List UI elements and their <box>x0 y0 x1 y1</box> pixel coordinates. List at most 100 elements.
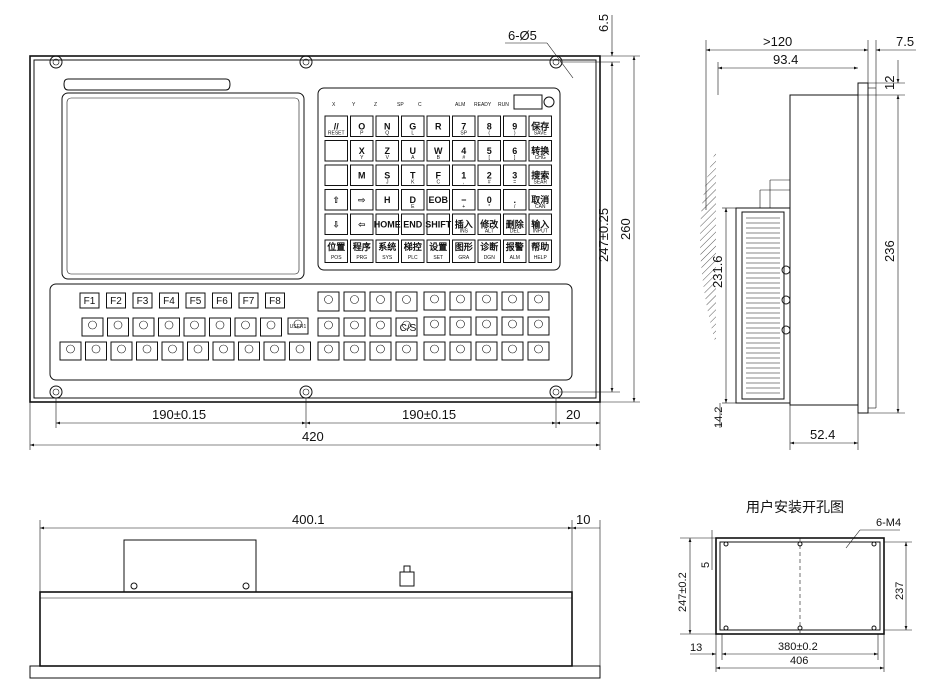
operator-button[interactable] <box>475 341 498 361</box>
soft-key[interactable] <box>79 292 100 309</box>
operator-button[interactable] <box>161 341 184 361</box>
operator-button[interactable] <box>369 341 392 361</box>
keypad-key[interactable] <box>324 189 348 211</box>
function-key[interactable] <box>375 239 399 263</box>
operator-button[interactable] <box>158 317 180 337</box>
keypad-key[interactable] <box>477 115 501 137</box>
operator-button[interactable] <box>527 291 550 311</box>
operator-button[interactable] <box>317 341 340 361</box>
operator-button[interactable] <box>287 317 309 335</box>
keypad-key[interactable] <box>401 115 425 137</box>
operator-button[interactable] <box>423 341 446 361</box>
keypad-key[interactable] <box>477 189 501 211</box>
keypad-key[interactable] <box>426 213 450 235</box>
keypad-key[interactable] <box>528 115 552 137</box>
keypad-key[interactable] <box>528 189 552 211</box>
operator-button[interactable] <box>110 341 133 361</box>
function-key[interactable] <box>401 239 425 263</box>
keypad-key[interactable] <box>324 115 348 137</box>
keypad-key[interactable] <box>452 115 476 137</box>
keypad-key[interactable] <box>426 164 450 186</box>
keypad-key[interactable] <box>375 164 399 186</box>
keypad-key[interactable] <box>350 140 374 162</box>
operator-button[interactable] <box>209 317 231 337</box>
operator-button[interactable] <box>501 341 524 361</box>
keypad-key[interactable] <box>375 140 399 162</box>
operator-button[interactable] <box>501 291 524 311</box>
operator-button[interactable] <box>475 291 498 311</box>
keypad-key[interactable] <box>528 213 552 235</box>
operator-button[interactable] <box>234 317 257 337</box>
operator-button[interactable] <box>395 291 418 312</box>
keypad-key[interactable] <box>324 164 348 186</box>
operator-button[interactable] <box>395 317 418 337</box>
function-key[interactable] <box>426 239 450 263</box>
soft-key[interactable] <box>238 292 259 309</box>
function-key[interactable] <box>503 239 527 263</box>
keypad-key[interactable] <box>452 189 476 211</box>
operator-button[interactable] <box>317 291 340 312</box>
operator-button[interactable] <box>59 341 82 361</box>
operator-button[interactable] <box>369 291 392 312</box>
operator-button[interactable] <box>369 317 392 337</box>
operator-button[interactable] <box>212 341 235 361</box>
soft-key[interactable] <box>159 292 179 309</box>
keypad-key[interactable] <box>528 164 552 186</box>
keypad-key[interactable] <box>350 213 374 235</box>
operator-button[interactable] <box>260 317 282 337</box>
keypad-key[interactable] <box>350 115 374 137</box>
keypad-key[interactable] <box>452 140 476 162</box>
keypad-key[interactable] <box>503 140 527 162</box>
operator-button[interactable] <box>527 341 550 361</box>
function-key[interactable] <box>350 239 374 263</box>
operator-button[interactable] <box>449 341 472 361</box>
function-key[interactable] <box>324 239 348 263</box>
keypad-key[interactable] <box>401 189 425 211</box>
keypad-key[interactable] <box>375 189 399 211</box>
operator-button[interactable] <box>289 341 311 361</box>
keypad-key[interactable] <box>401 140 425 162</box>
operator-button[interactable] <box>183 317 206 337</box>
keypad-key[interactable] <box>528 140 552 162</box>
keypad-key[interactable] <box>426 189 450 211</box>
keypad-key[interactable] <box>477 140 501 162</box>
keypad-key[interactable] <box>503 115 527 137</box>
operator-button[interactable] <box>187 341 209 361</box>
function-key[interactable] <box>528 239 552 263</box>
operator-button[interactable] <box>449 291 472 311</box>
keypad-key[interactable] <box>324 213 348 235</box>
operator-button[interactable] <box>343 291 366 312</box>
function-key[interactable] <box>452 239 476 263</box>
keypad-key[interactable] <box>375 115 399 137</box>
soft-key[interactable] <box>132 292 153 309</box>
soft-key[interactable] <box>185 292 206 309</box>
keypad-key[interactable] <box>503 164 527 186</box>
operator-button[interactable] <box>475 316 498 336</box>
operator-button[interactable] <box>107 317 129 337</box>
keypad-key[interactable] <box>477 213 501 235</box>
operator-button[interactable] <box>343 317 366 337</box>
soft-key[interactable] <box>106 292 126 309</box>
function-key[interactable] <box>477 239 501 263</box>
operator-button[interactable] <box>449 316 472 336</box>
operator-button[interactable] <box>317 317 340 337</box>
keypad-key[interactable] <box>426 140 450 162</box>
operator-button[interactable] <box>527 316 550 336</box>
keypad-key[interactable] <box>350 189 374 211</box>
operator-button[interactable] <box>395 341 418 361</box>
operator-button[interactable] <box>132 317 155 337</box>
keypad-key[interactable] <box>426 115 450 137</box>
keypad-key[interactable] <box>503 213 527 235</box>
keypad-key[interactable] <box>350 164 374 186</box>
operator-button[interactable] <box>423 316 446 336</box>
keypad-key[interactable] <box>503 189 527 211</box>
keypad-key[interactable] <box>375 213 399 235</box>
soft-key[interactable] <box>265 292 285 309</box>
keypad-key[interactable] <box>452 213 476 235</box>
operator-button[interactable] <box>263 341 286 361</box>
keypad-key[interactable] <box>401 213 425 235</box>
operator-button[interactable] <box>343 341 366 361</box>
soft-key[interactable] <box>212 292 232 309</box>
keypad-key[interactable] <box>324 140 348 162</box>
keypad-key[interactable] <box>452 164 476 186</box>
